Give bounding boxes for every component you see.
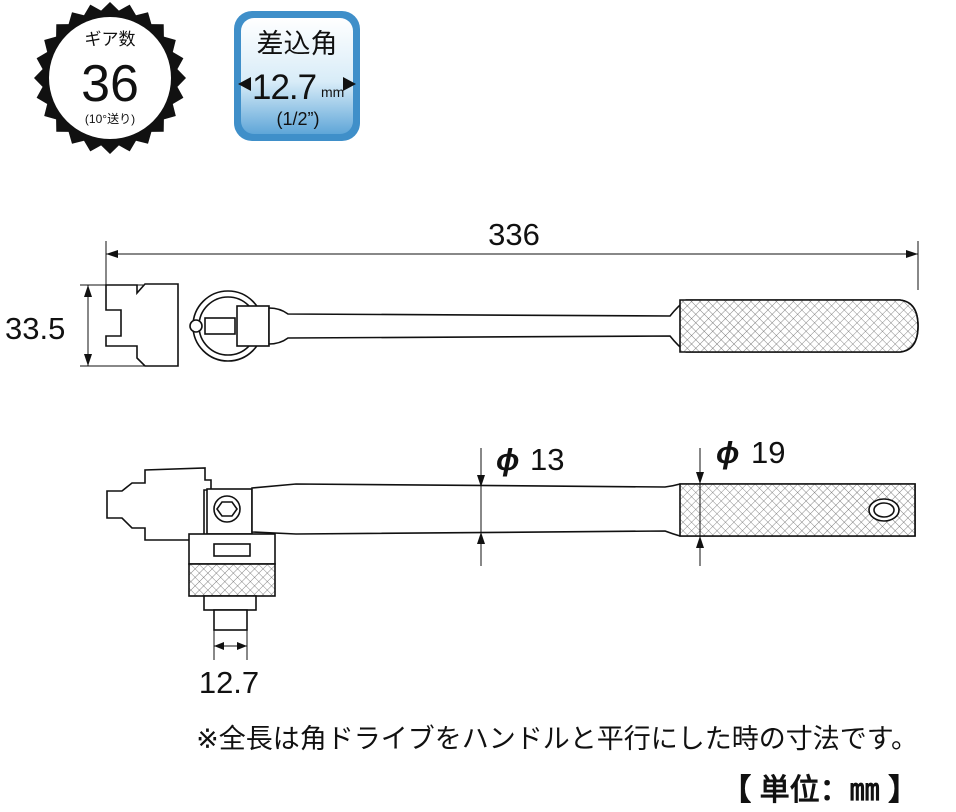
arrowhead-icon: [84, 285, 92, 297]
ratchet-head: [105, 283, 179, 367]
gear-badge-sub: (10°送り): [85, 111, 135, 126]
grip-diameter-label: 19: [751, 435, 785, 470]
hanging-hole-inner: [873, 502, 895, 518]
drive-badge-sub: (1/2”): [276, 109, 319, 129]
drive-badge: 差込角 12.7 mm (1/2”): [234, 11, 360, 141]
arrowhead-icon: [696, 472, 704, 484]
side-view: [106, 467, 916, 631]
shaft-diameter-label: 13: [530, 442, 564, 477]
unit-label: 【 単位：㎜ 】: [721, 773, 918, 807]
knurled-grip: [679, 299, 919, 353]
arrowhead-icon: [696, 536, 704, 548]
square-drive: [213, 609, 248, 631]
hinge-block: [236, 305, 270, 347]
arrowhead-icon: [106, 250, 118, 258]
gear-badge-label: ギア数: [85, 30, 136, 49]
drive-badge-value: 12.7: [252, 68, 316, 107]
knurled-grip-side: [679, 483, 916, 537]
arrowhead-icon: [214, 642, 224, 650]
arrowhead-icon: [84, 354, 92, 366]
drive-badge-label: 差込角: [257, 29, 338, 59]
hex-bolt-icon: [216, 501, 238, 517]
drive-size-label: 12.7: [199, 665, 259, 700]
arrowhead-icon: [477, 475, 485, 487]
footnote: ※全長は角ドライブをハンドルと平行にした時の寸法です。: [196, 724, 918, 754]
drive-badge-unit: mm: [321, 84, 344, 100]
arrowhead-icon: [237, 642, 247, 650]
gear-badge-value: 36: [81, 55, 139, 113]
drive-badge-inner: [241, 18, 353, 134]
gear-badge: ギア数 36 (10°送り): [34, 2, 186, 154]
top-view: 336 33.5: [5, 217, 919, 367]
release-button: [189, 319, 203, 333]
arrow-left-icon: [238, 77, 251, 91]
ratchet-head-side: [106, 467, 212, 541]
arrowhead-icon: [906, 250, 918, 258]
direction-lever: [213, 543, 251, 557]
shaft-phi-symbol: ϕ: [496, 442, 519, 477]
knurled-collar: [188, 563, 276, 597]
arrow-right-icon: [343, 77, 356, 91]
head-width-label: 33.5: [5, 311, 65, 346]
gear-inner-circle: [49, 17, 171, 139]
side-dimensions: [213, 448, 704, 660]
drive-square: [204, 317, 236, 335]
arrowhead-icon: [477, 532, 485, 544]
drive-neck: [203, 595, 257, 611]
overall-length-label: 336: [488, 217, 540, 252]
grip-phi-symbol: ϕ: [716, 435, 739, 470]
